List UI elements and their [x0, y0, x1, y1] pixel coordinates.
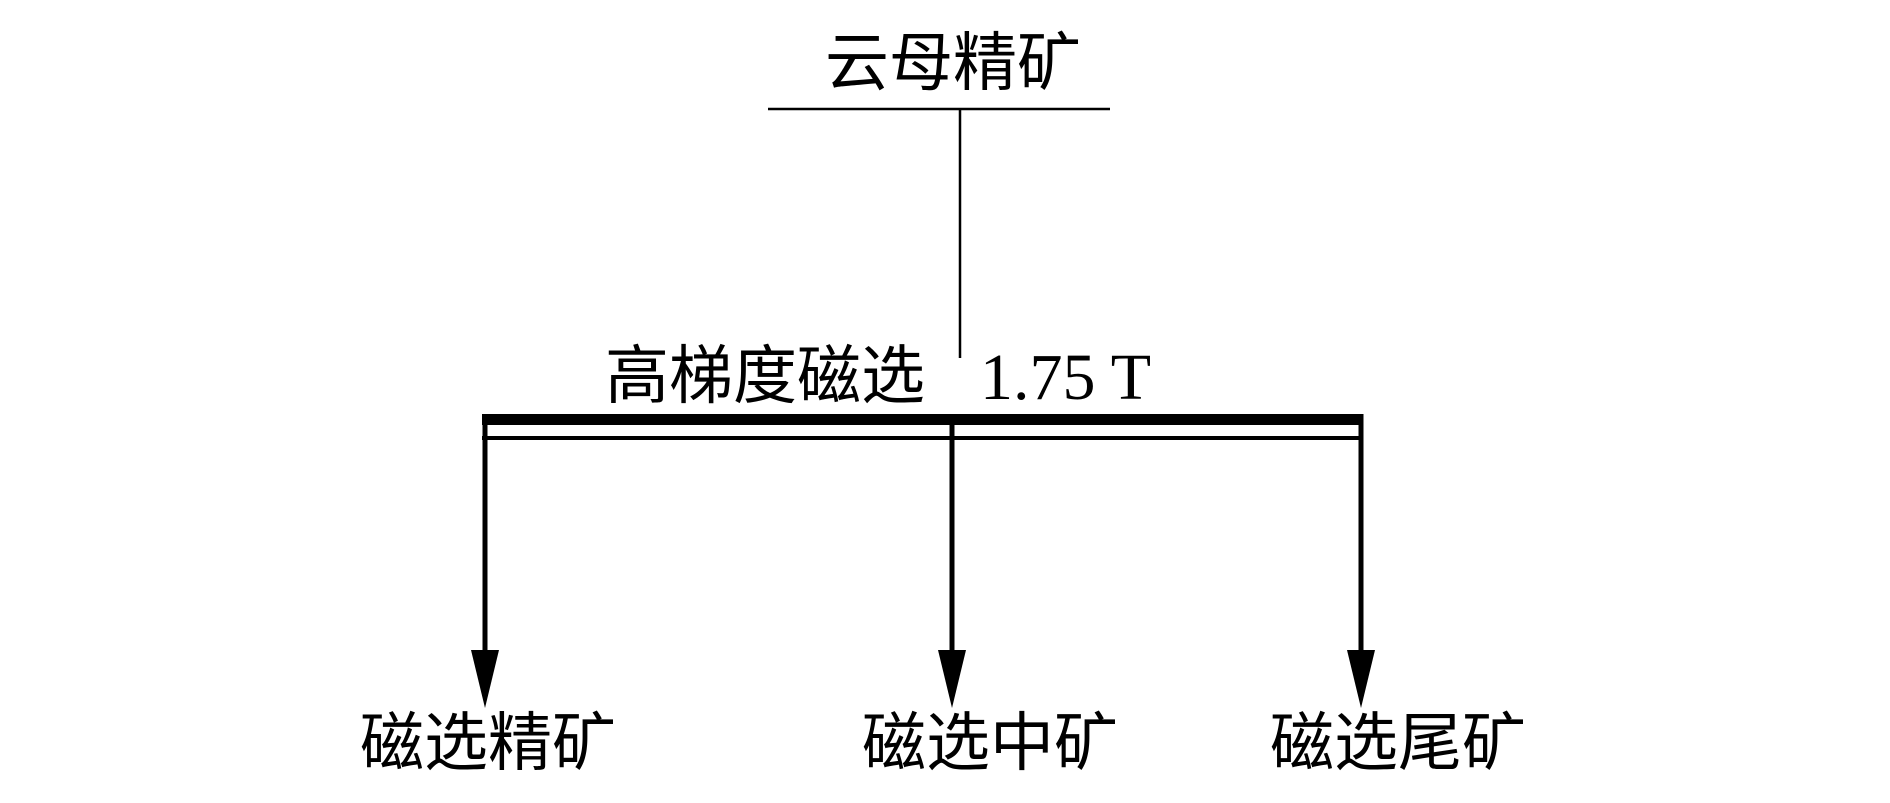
product-label-concentrate: 磁选精矿	[360, 707, 616, 781]
arrowhead-concentrate	[471, 650, 499, 708]
feed-label: 云母精矿	[825, 27, 1081, 101]
process-parameter: 1.75 T	[980, 341, 1152, 414]
process-bar-thick	[482, 414, 1362, 425]
product-label-tailing: 磁选尾矿	[1270, 707, 1526, 781]
product-label-middling: 磁选中矿	[862, 707, 1118, 781]
arrowhead-middling	[938, 650, 966, 708]
process-name: 高梯度磁选	[605, 340, 925, 414]
arrowhead-tailing	[1347, 650, 1375, 708]
process-bar-thin	[482, 436, 1362, 440]
